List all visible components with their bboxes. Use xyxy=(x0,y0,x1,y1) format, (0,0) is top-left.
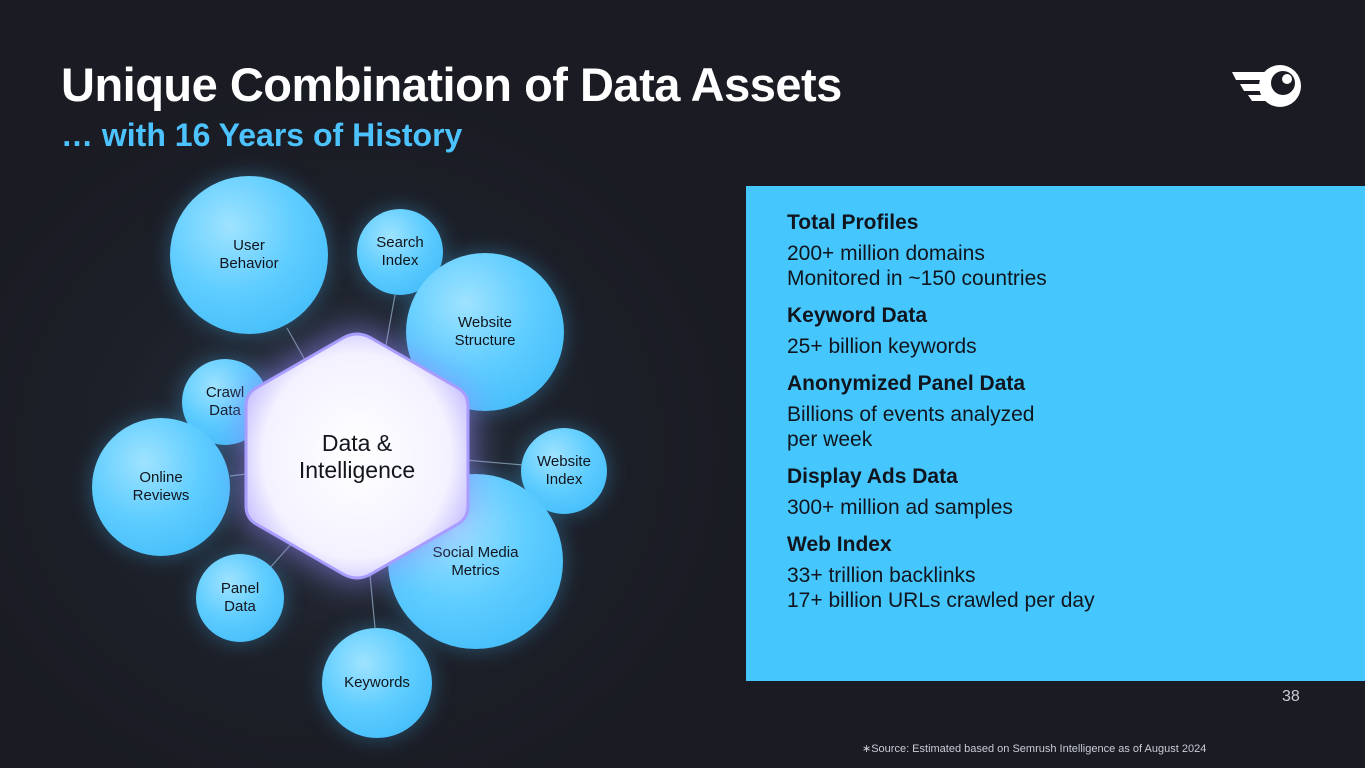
stat-line: 17+ billion URLs crawled per day xyxy=(787,589,1095,612)
stat-line: 33+ trillion backlinks xyxy=(787,564,976,587)
semrush-logo-icon xyxy=(1232,65,1301,107)
slide-subtitle: … with 16 Years of History xyxy=(61,117,463,153)
stat-title: Anonymized Panel Data xyxy=(787,372,1026,395)
stat-title: Web Index xyxy=(787,533,892,556)
node-panel-data: Panel Data xyxy=(196,554,284,642)
node-online-reviews: Online Reviews xyxy=(92,418,230,556)
stat-web-index: Web Index 33+ trillion backlinks 17+ bil… xyxy=(787,532,1365,613)
node-user-behavior: User Behavior xyxy=(170,176,328,334)
stat-anonymized-panel-data: Anonymized Panel Data Billions of events… xyxy=(787,371,1365,452)
slide-title: Unique Combination of Data Assets xyxy=(61,58,842,111)
stat-total-profiles: Total Profiles 200+ million domains Moni… xyxy=(787,210,1365,291)
stat-line: 300+ million ad samples xyxy=(787,496,1013,519)
stat-title: Total Profiles xyxy=(787,211,919,234)
node-keywords: Keywords xyxy=(322,628,432,738)
stat-keyword-data: Keyword Data 25+ billion keywords xyxy=(787,303,1365,359)
page-number: 38 xyxy=(1282,688,1300,705)
data-assets-diagram: User Behavior Search Index Website Struc… xyxy=(0,160,700,768)
center-label: Data & Intelligence xyxy=(298,430,416,483)
stat-line: 200+ million domains xyxy=(787,242,985,265)
stat-display-ads-data: Display Ads Data 300+ million ad samples xyxy=(787,464,1365,520)
stats-panel: Total Profiles 200+ million domains Moni… xyxy=(746,186,1365,681)
stat-line: per week xyxy=(787,428,873,451)
stat-line: 25+ billion keywords xyxy=(787,335,977,358)
center-hexagon xyxy=(244,332,470,580)
stat-line: Monitored in ~150 countries xyxy=(787,267,1047,290)
node-search-index: Search Index xyxy=(357,209,443,295)
stat-title: Display Ads Data xyxy=(787,465,958,488)
source-footnote: ∗Source: Estimated based on Semrush Inte… xyxy=(862,743,1207,755)
stat-line: Billions of events analyzed xyxy=(787,403,1035,426)
stat-title: Keyword Data xyxy=(787,304,928,327)
